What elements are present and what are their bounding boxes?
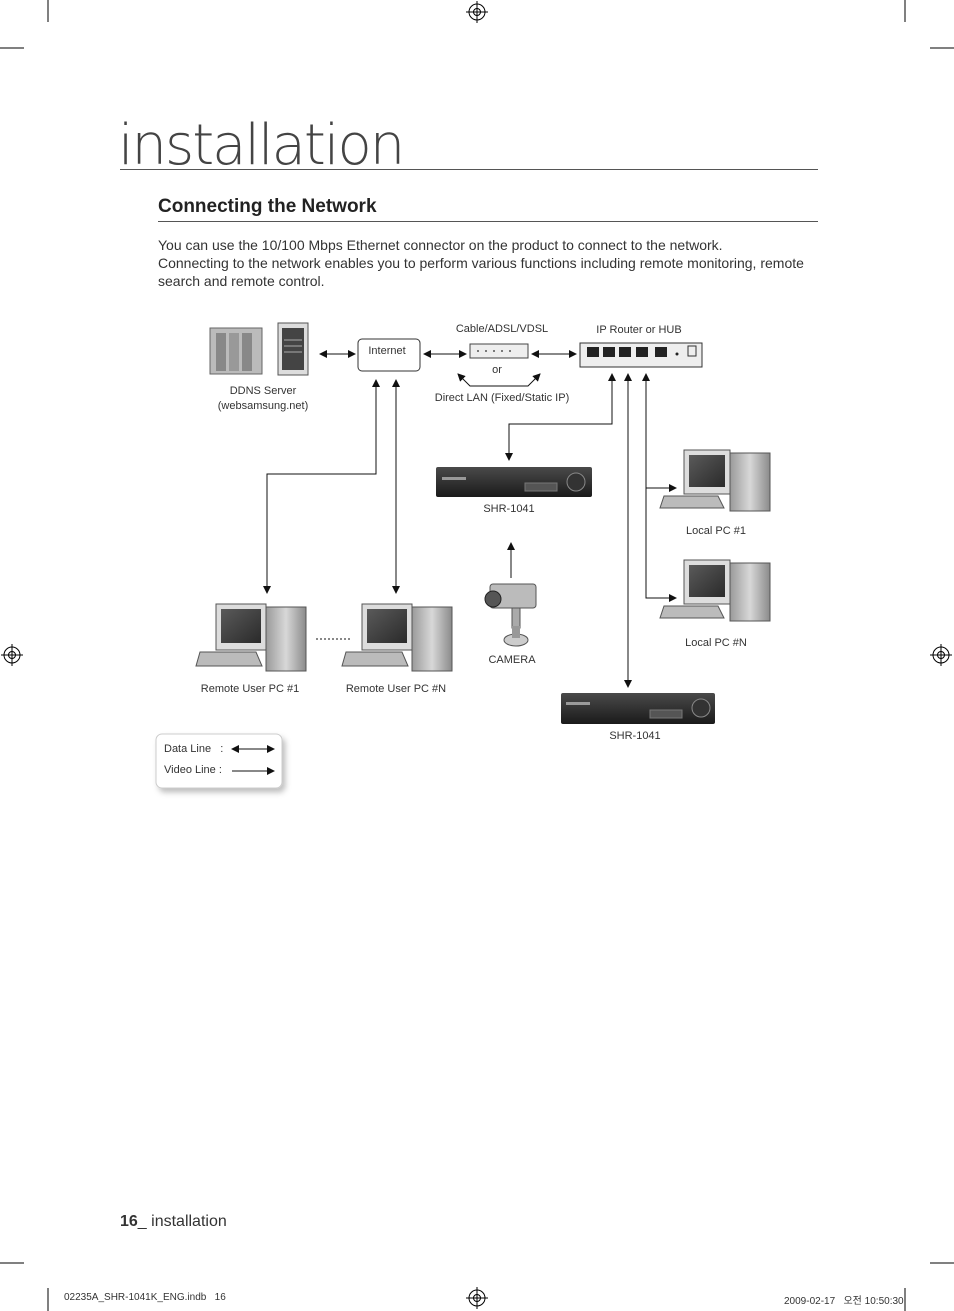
remote-pc-n-label: Remote User PC #N: [345, 683, 447, 695]
page-number: 16: [120, 1213, 138, 1230]
registration-mark-bottom: [466, 1287, 488, 1309]
ddns-server-icon: [209, 322, 309, 376]
local-pc-1-label: Local PC #1: [686, 525, 746, 537]
intro-paragraph: You can use the 10/100 Mbps Ethernet con…: [158, 236, 818, 290]
intro-line-2: Connecting to the network enables you to…: [158, 255, 804, 289]
title-rule: [120, 169, 818, 170]
remote-pc-1-icon: [195, 603, 307, 672]
local-pc-n-label: Local PC #N: [685, 637, 747, 649]
cable-label: Cable/ADSL/VDSL: [455, 323, 549, 335]
or-label: or: [492, 364, 502, 376]
section-title: installation: [118, 113, 405, 178]
ddns-server-label: DDNS Server: [229, 385, 297, 397]
remote-pc-1-label: Remote User PC #1: [200, 683, 300, 695]
camera-label: CAMERA: [488, 654, 536, 666]
dvr-top-label: SHR-1041: [483, 503, 535, 515]
modem-icon: [469, 343, 529, 359]
local-pc-n-icon: [659, 559, 771, 622]
print-slug-file: 02235A_SHR-1041K_ENG.indb 16: [64, 1292, 226, 1303]
dvr-top-icon: [436, 467, 592, 497]
router-label: IP Router or HUB: [596, 324, 682, 336]
page-footer-text: _ installation: [137, 1213, 227, 1230]
direct-lan-label: Direct LAN (Fixed/Static IP): [434, 392, 570, 404]
registration-mark-top: [466, 1, 488, 23]
router-icon: [579, 342, 703, 368]
camera-icon: [484, 583, 537, 647]
page-subheading: Connecting the Network: [158, 196, 377, 217]
dvr-bottom-icon: [561, 693, 715, 724]
registration-mark-right: [930, 644, 952, 666]
page-footer: 16_ installation: [120, 1213, 227, 1231]
ddns-url-label: (websamsung.net): [217, 400, 309, 412]
internet-node: [357, 338, 421, 372]
registration-mark-left: [1, 644, 23, 666]
dvr-bottom-label: SHR-1041: [609, 730, 661, 742]
print-slug-date: 2009-02-17 오전 10:50:30: [784, 1296, 904, 1307]
remote-pc-n-icon: [341, 603, 453, 672]
subheading-rule: [158, 221, 818, 222]
legend-box: [155, 733, 283, 789]
legend-data-line-label: Data Line :: [164, 743, 224, 755]
legend-video-line-label: Video Line :: [164, 764, 222, 776]
intro-line-1: You can use the 10/100 Mbps Ethernet con…: [158, 237, 723, 253]
local-pc-1-icon: [659, 449, 771, 512]
internet-label: Internet: [368, 345, 406, 357]
